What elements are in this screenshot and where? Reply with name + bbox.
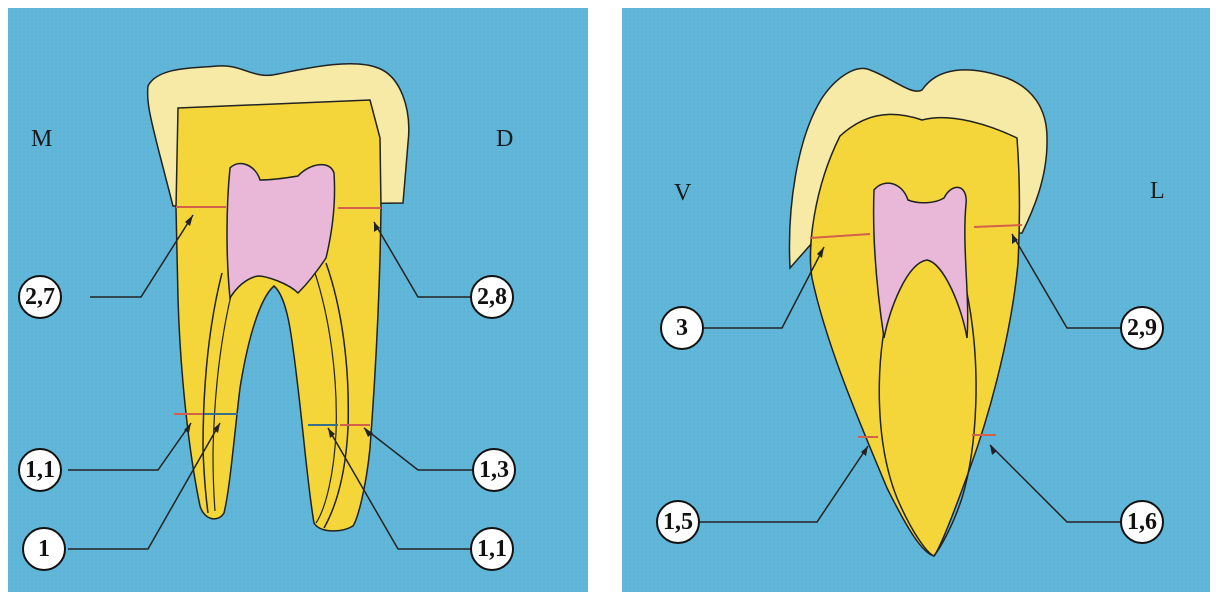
mesio-distal-panel: M D 2,7 2,8 1,1 1 1,3 1,1 xyxy=(8,8,588,592)
vestibulo-lingual-panel: V L 3 2,9 1,5 1,6 xyxy=(622,8,1210,592)
molar-section-diagram-vl xyxy=(622,8,1210,592)
dentin-body xyxy=(810,114,1019,556)
measure-bubble-apical-mesial-outer: 1,1 xyxy=(18,448,62,492)
measure-bubble-cervical-lingual: 2,9 xyxy=(1120,306,1164,350)
measure-bubble-apical-distal-inner: 1,1 xyxy=(470,527,514,571)
label-distal: D xyxy=(496,126,513,153)
measure-bubble-apical-lingual: 1,6 xyxy=(1120,500,1164,544)
measure-bubble-cervical-mesial: 2,7 xyxy=(18,275,62,319)
label-vestibular: V xyxy=(674,180,691,207)
measure-bubble-cervical-vestibular: 3 xyxy=(660,306,704,350)
label-mesial: M xyxy=(31,126,52,153)
measure-bubble-apical-vestibular: 1,5 xyxy=(656,500,700,544)
label-lingual: L xyxy=(1150,178,1165,205)
measure-bubble-apical-distal-outer: 1,3 xyxy=(472,448,516,492)
measure-bubble-cervical-distal: 2,8 xyxy=(470,275,514,319)
measure-bubble-apical-mesial-inner: 1 xyxy=(22,527,66,571)
